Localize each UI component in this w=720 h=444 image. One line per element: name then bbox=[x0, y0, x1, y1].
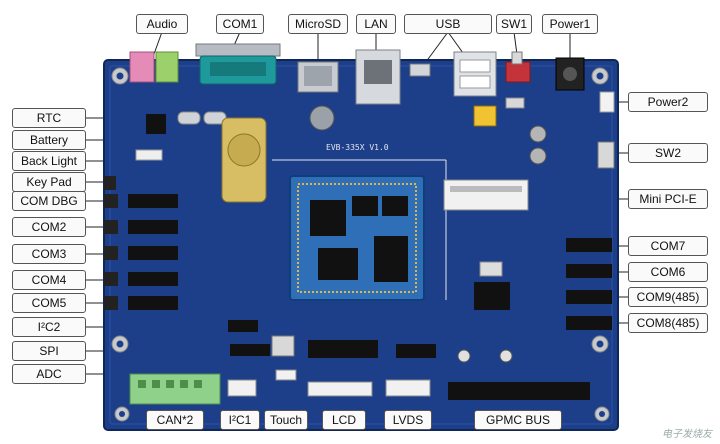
callout-usb: USB bbox=[404, 14, 492, 34]
callout-com6: COM6 bbox=[628, 262, 708, 282]
callout-com2: COM2 bbox=[12, 217, 86, 237]
callout-sw2: SW2 bbox=[628, 143, 708, 163]
silkscreen-text: EVB-335X V1.0 bbox=[326, 143, 389, 152]
callout-com8: COM8(485) bbox=[628, 313, 708, 333]
callout-lcd: LCD bbox=[322, 410, 366, 430]
callout-com9: COM9(485) bbox=[628, 287, 708, 307]
callout-audio: Audio bbox=[136, 14, 188, 34]
callout-minipcie: Mini PCI-E bbox=[628, 189, 708, 209]
callout-spi: SPI bbox=[12, 341, 86, 361]
callout-can: CAN*2 bbox=[146, 410, 204, 430]
minipcie-slot bbox=[443, 179, 529, 211]
callout-lan: LAN bbox=[356, 14, 396, 34]
callout-i2c2: I²C2 bbox=[12, 317, 86, 337]
callout-gpmc: GPMC BUS bbox=[474, 410, 562, 430]
callout-backlight: Back Light bbox=[12, 151, 86, 171]
usb-connector bbox=[453, 51, 497, 97]
callout-touch: Touch bbox=[264, 410, 308, 430]
callout-rtc: RTC bbox=[12, 108, 86, 128]
callout-com7: COM7 bbox=[628, 236, 708, 256]
callout-adc: ADC bbox=[12, 364, 86, 384]
callout-com4: COM4 bbox=[12, 270, 86, 290]
callout-power2: Power2 bbox=[628, 92, 708, 112]
watermark: 电子发烧友 bbox=[662, 429, 712, 440]
gpmc-header bbox=[448, 382, 590, 400]
callout-i2c1: I²C1 bbox=[220, 410, 260, 430]
callout-battery: Battery bbox=[12, 130, 86, 150]
callout-com1: COM1 bbox=[216, 14, 264, 34]
callout-keypad: Key Pad bbox=[12, 172, 86, 192]
callout-sw1: SW1 bbox=[496, 14, 532, 34]
right-headers bbox=[566, 238, 612, 330]
callout-com5: COM5 bbox=[12, 293, 86, 313]
callout-microsd: MicroSD bbox=[288, 14, 348, 34]
callout-comdbg: COM DBG bbox=[12, 191, 86, 211]
audio-jack-pink bbox=[129, 51, 155, 83]
callout-com3: COM3 bbox=[12, 244, 86, 264]
sw1-switch bbox=[505, 61, 531, 83]
left-headers bbox=[104, 194, 178, 310]
lcd-connector bbox=[307, 381, 373, 397]
callout-power1: Power1 bbox=[542, 14, 598, 34]
audio-jack-green bbox=[155, 51, 179, 83]
callout-lvds: LVDS bbox=[384, 410, 432, 430]
lvds-connector bbox=[385, 379, 431, 397]
can-terminal bbox=[129, 373, 221, 405]
